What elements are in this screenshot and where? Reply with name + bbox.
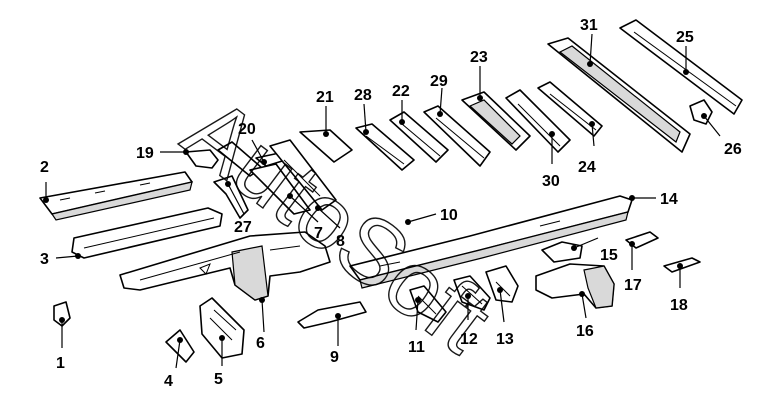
- callout-27: 27: [234, 219, 252, 236]
- callout-26: 26: [724, 141, 742, 158]
- part-28: [355, 123, 415, 171]
- callout-8: 8: [336, 233, 345, 250]
- callout-10: 10: [440, 207, 458, 224]
- part-31: [547, 37, 691, 153]
- part-1: [53, 301, 71, 327]
- callout-1: 1: [56, 355, 65, 372]
- callout-24: 24: [578, 159, 596, 176]
- callout-31: 31: [580, 17, 598, 34]
- part-23: [461, 91, 531, 151]
- part-29: [423, 105, 491, 167]
- callout-12: 12: [460, 331, 478, 348]
- callout-28: 28: [354, 87, 372, 104]
- part-16: [535, 263, 615, 309]
- callout-15: 15: [600, 247, 618, 264]
- callout-19: 19: [136, 145, 154, 162]
- part-5: [199, 297, 245, 359]
- part-15: [541, 241, 583, 263]
- callouts-layer: 1 2 3 4 5 6 7 8 9 10: [40, 17, 742, 390]
- part-14: [349, 195, 633, 289]
- part-21: [299, 129, 353, 163]
- part-13: [485, 265, 519, 303]
- part-30: [505, 89, 571, 153]
- callout-21: 21: [316, 89, 334, 106]
- callout-7: 7: [314, 225, 323, 242]
- callout-23: 23: [470, 49, 488, 66]
- callout-16: 16: [576, 323, 594, 340]
- part-24: [537, 81, 603, 137]
- callout-11: 11: [408, 339, 425, 356]
- callout-29: 29: [430, 73, 448, 90]
- callout-9: 9: [330, 349, 339, 366]
- callout-20: 20: [238, 121, 256, 138]
- part-12: [453, 275, 491, 311]
- callout-13: 13: [496, 331, 514, 348]
- callout-25: 25: [676, 29, 694, 46]
- part-4: [165, 329, 195, 363]
- callout-14: 14: [660, 191, 678, 208]
- part-8: [269, 139, 337, 211]
- callout-5: 5: [214, 371, 223, 388]
- part-9: [297, 301, 367, 329]
- part-19: [185, 149, 219, 169]
- callout-4: 4: [164, 373, 173, 390]
- part-26: [689, 99, 713, 125]
- callout-3: 3: [40, 251, 49, 268]
- part-3: [71, 207, 223, 259]
- callout-17: 17: [624, 277, 642, 294]
- part-22: [389, 111, 449, 163]
- part-11: [409, 285, 447, 323]
- callout-2: 2: [40, 159, 49, 176]
- callout-18: 18: [670, 297, 688, 314]
- callout-6: 6: [256, 335, 265, 352]
- part-25: [619, 19, 743, 115]
- part-2: [39, 171, 193, 221]
- callout-30: 30: [542, 173, 560, 190]
- parts-layer: [39, 19, 743, 363]
- callout-22: 22: [392, 83, 410, 100]
